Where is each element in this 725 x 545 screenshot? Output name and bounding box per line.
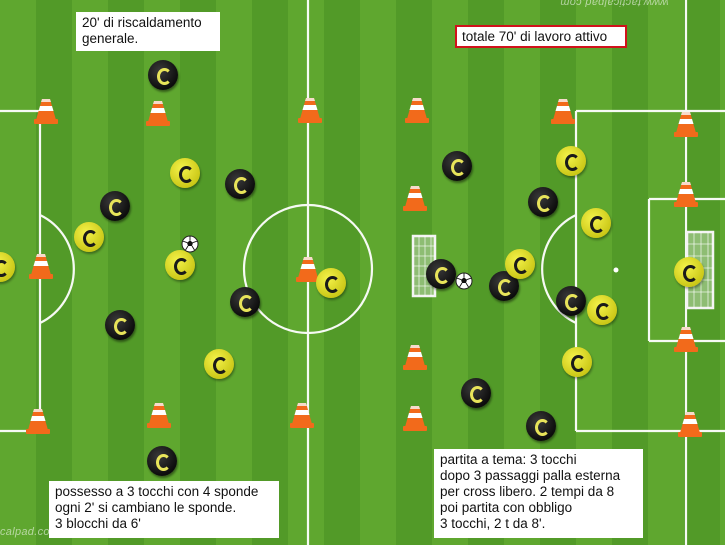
possession-note: possesso a 3 tocchi con 4 sponde ogni 2'…: [49, 481, 279, 538]
black-player-token-icon[interactable]: [528, 187, 558, 217]
left-arc: [39, 214, 75, 324]
training-cone-icon[interactable]: [297, 96, 323, 124]
training-cone-icon[interactable]: [673, 180, 699, 208]
training-cone-icon[interactable]: [28, 252, 54, 280]
center-circle: [242, 203, 374, 335]
yellow-player-token-icon[interactable]: [0, 252, 15, 282]
training-cone-icon[interactable]: [33, 97, 59, 125]
black-player-token-icon[interactable]: [426, 259, 456, 289]
watermark-bottom: calpad.com: [0, 526, 60, 538]
yellow-player-token-icon[interactable]: [674, 257, 704, 287]
training-cone-icon[interactable]: [402, 404, 428, 432]
training-cone-icon[interactable]: [404, 96, 430, 124]
yellow-player-token-icon[interactable]: [170, 158, 200, 188]
training-cone-icon[interactable]: [146, 401, 172, 429]
training-cone-icon[interactable]: [550, 97, 576, 125]
training-cone-icon[interactable]: [402, 184, 428, 212]
black-player-token-icon[interactable]: [556, 286, 586, 316]
watermark-top: www.tacticalpad.com: [560, 0, 669, 8]
training-cone-icon[interactable]: [289, 401, 315, 429]
yellow-player-token-icon[interactable]: [165, 250, 195, 280]
training-cone-icon[interactable]: [145, 99, 171, 127]
soccer-ball-icon[interactable]: [455, 272, 473, 290]
total-note: totale 70' di lavoro attivo: [455, 25, 627, 48]
training-cone-icon[interactable]: [673, 325, 699, 353]
black-player-token-icon[interactable]: [148, 60, 178, 90]
training-cone-icon[interactable]: [402, 343, 428, 371]
yellow-player-token-icon[interactable]: [562, 347, 592, 377]
match-note: partita a tema: 3 tocchi dopo 3 passaggi…: [434, 449, 643, 538]
black-player-token-icon[interactable]: [225, 169, 255, 199]
yellow-player-token-icon[interactable]: [74, 222, 104, 252]
black-player-token-icon[interactable]: [105, 310, 135, 340]
training-cone-icon[interactable]: [677, 410, 703, 438]
soccer-ball-icon[interactable]: [181, 235, 199, 253]
yellow-player-token-icon[interactable]: [581, 208, 611, 238]
black-player-token-icon[interactable]: [230, 287, 260, 317]
yellow-player-token-icon[interactable]: [505, 249, 535, 279]
training-cone-icon[interactable]: [673, 110, 699, 138]
yellow-player-token-icon[interactable]: [556, 146, 586, 176]
black-player-token-icon[interactable]: [147, 446, 177, 476]
black-player-token-icon[interactable]: [526, 411, 556, 441]
training-cone-icon[interactable]: [25, 407, 51, 435]
warmup-note: 20' di riscaldamento generale.: [76, 12, 220, 51]
training-cone-icon[interactable]: [295, 255, 321, 283]
black-player-token-icon[interactable]: [100, 191, 130, 221]
yellow-player-token-icon[interactable]: [316, 268, 346, 298]
yellow-player-token-icon[interactable]: [204, 349, 234, 379]
penalty-spot: [613, 267, 619, 273]
yellow-player-token-icon[interactable]: [587, 295, 617, 325]
black-player-token-icon[interactable]: [442, 151, 472, 181]
black-player-token-icon[interactable]: [461, 378, 491, 408]
